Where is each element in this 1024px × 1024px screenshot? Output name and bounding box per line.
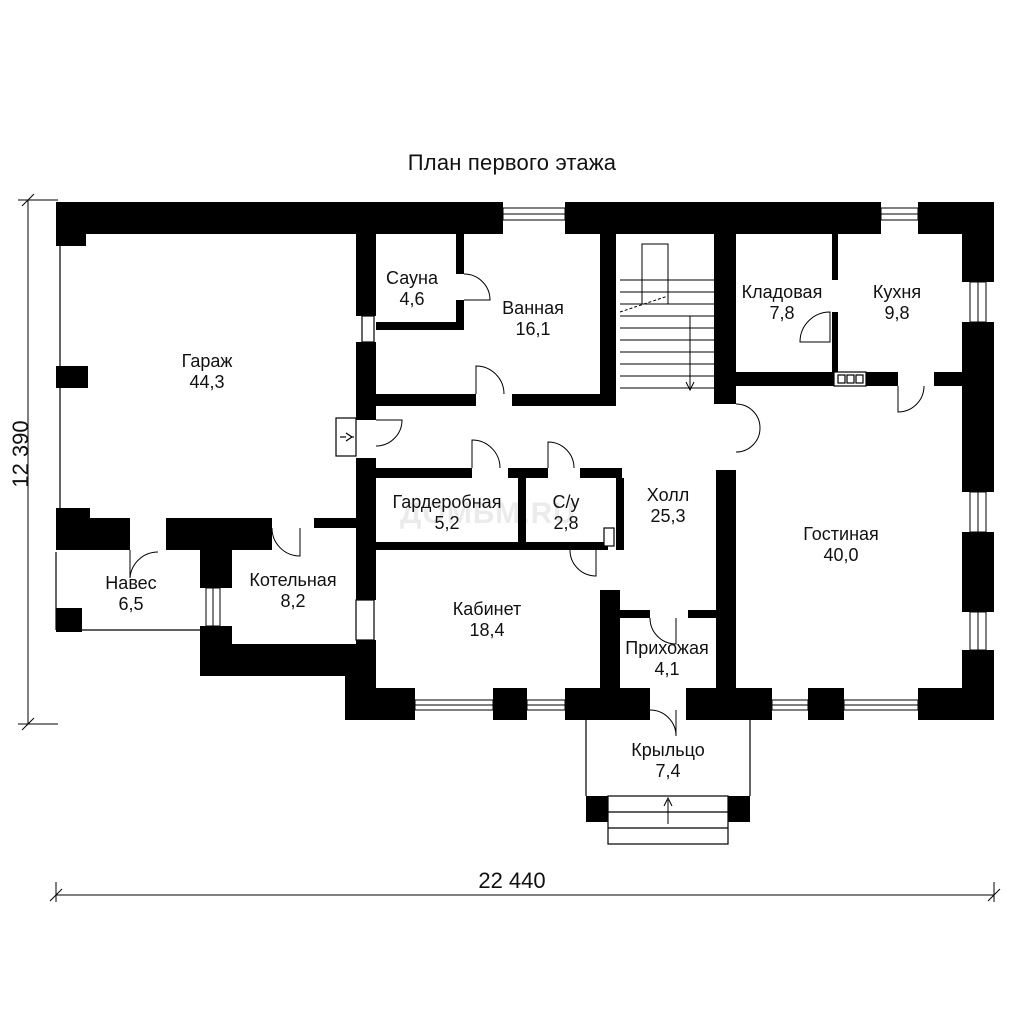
room-area: 16,1 [515, 319, 551, 339]
room-area: 4,1 [654, 659, 680, 679]
room-kitchen: Кухня 9,8 [873, 282, 921, 324]
windows [205, 207, 987, 711]
room-area: 25,3 [650, 506, 686, 526]
room-area: 40,0 [823, 545, 859, 565]
room-wc: С/у 2,8 [553, 492, 580, 534]
room-wardrobe: Гардеробная 5,2 [393, 492, 502, 534]
room-area: 5,2 [434, 513, 460, 533]
staircase [619, 243, 714, 392]
room-study: Кабинет 18,4 [453, 599, 521, 641]
room-name: Кабинет [452, 599, 522, 619]
room-area: 4,6 [399, 289, 425, 309]
walls [56, 202, 994, 822]
room-area: 7,4 [655, 761, 681, 781]
room-area: 6,5 [118, 594, 144, 614]
room-pantry: Кладовая 7,8 [742, 282, 823, 324]
room-name: Гостиная [803, 524, 879, 544]
door-swings [129, 273, 925, 737]
light-outlines [55, 246, 751, 845]
height-dimension-label: 12 390 [8, 420, 33, 488]
room-name: Сауна [386, 268, 438, 288]
room-area: 8,2 [280, 591, 306, 611]
room-bathroom: Ванная 16,1 [502, 298, 564, 340]
room-name: Котельная [249, 570, 337, 590]
watermark: ДОМБМ.RU [400, 497, 576, 530]
room-canopy: Навес 6,5 [105, 573, 156, 615]
room-name: Прихожая [625, 638, 709, 658]
fixtures [335, 315, 867, 641]
room-boiler: Котельная 8,2 [249, 570, 336, 612]
room-name: Гардеробная [392, 492, 502, 512]
width-dimension-label: 22 440 [478, 868, 546, 893]
room-name: Навес [105, 573, 157, 593]
room-living: Гостиная 40,0 [803, 524, 879, 566]
plan-title: План первого этажа [407, 150, 617, 175]
room-entrance: Прихожая 4,1 [625, 638, 708, 680]
entry-arrow [663, 796, 673, 824]
room-sauna: Сауна 4,6 [386, 268, 438, 310]
room-area: 2,8 [553, 513, 579, 533]
room-name: С/у [552, 492, 580, 512]
room-name: Ванная [502, 298, 564, 318]
room-area: 9,8 [884, 303, 910, 323]
room-porch: Крыльцо 7,4 [631, 740, 704, 782]
room-hall: Холл 25,3 [647, 485, 689, 527]
room-area: 7,8 [769, 303, 795, 323]
room-area: 44,3 [189, 372, 225, 392]
dimension-lines [18, 193, 1001, 902]
room-name: Кухня [872, 282, 922, 302]
room-area: 18,4 [469, 620, 505, 640]
room-name: Кладовая [741, 282, 823, 302]
room-garage: Гараж 44,3 [182, 351, 233, 393]
room-name: Крыльцо [631, 740, 705, 760]
room-name: Холл [646, 485, 690, 505]
room-name: Гараж [181, 351, 233, 371]
